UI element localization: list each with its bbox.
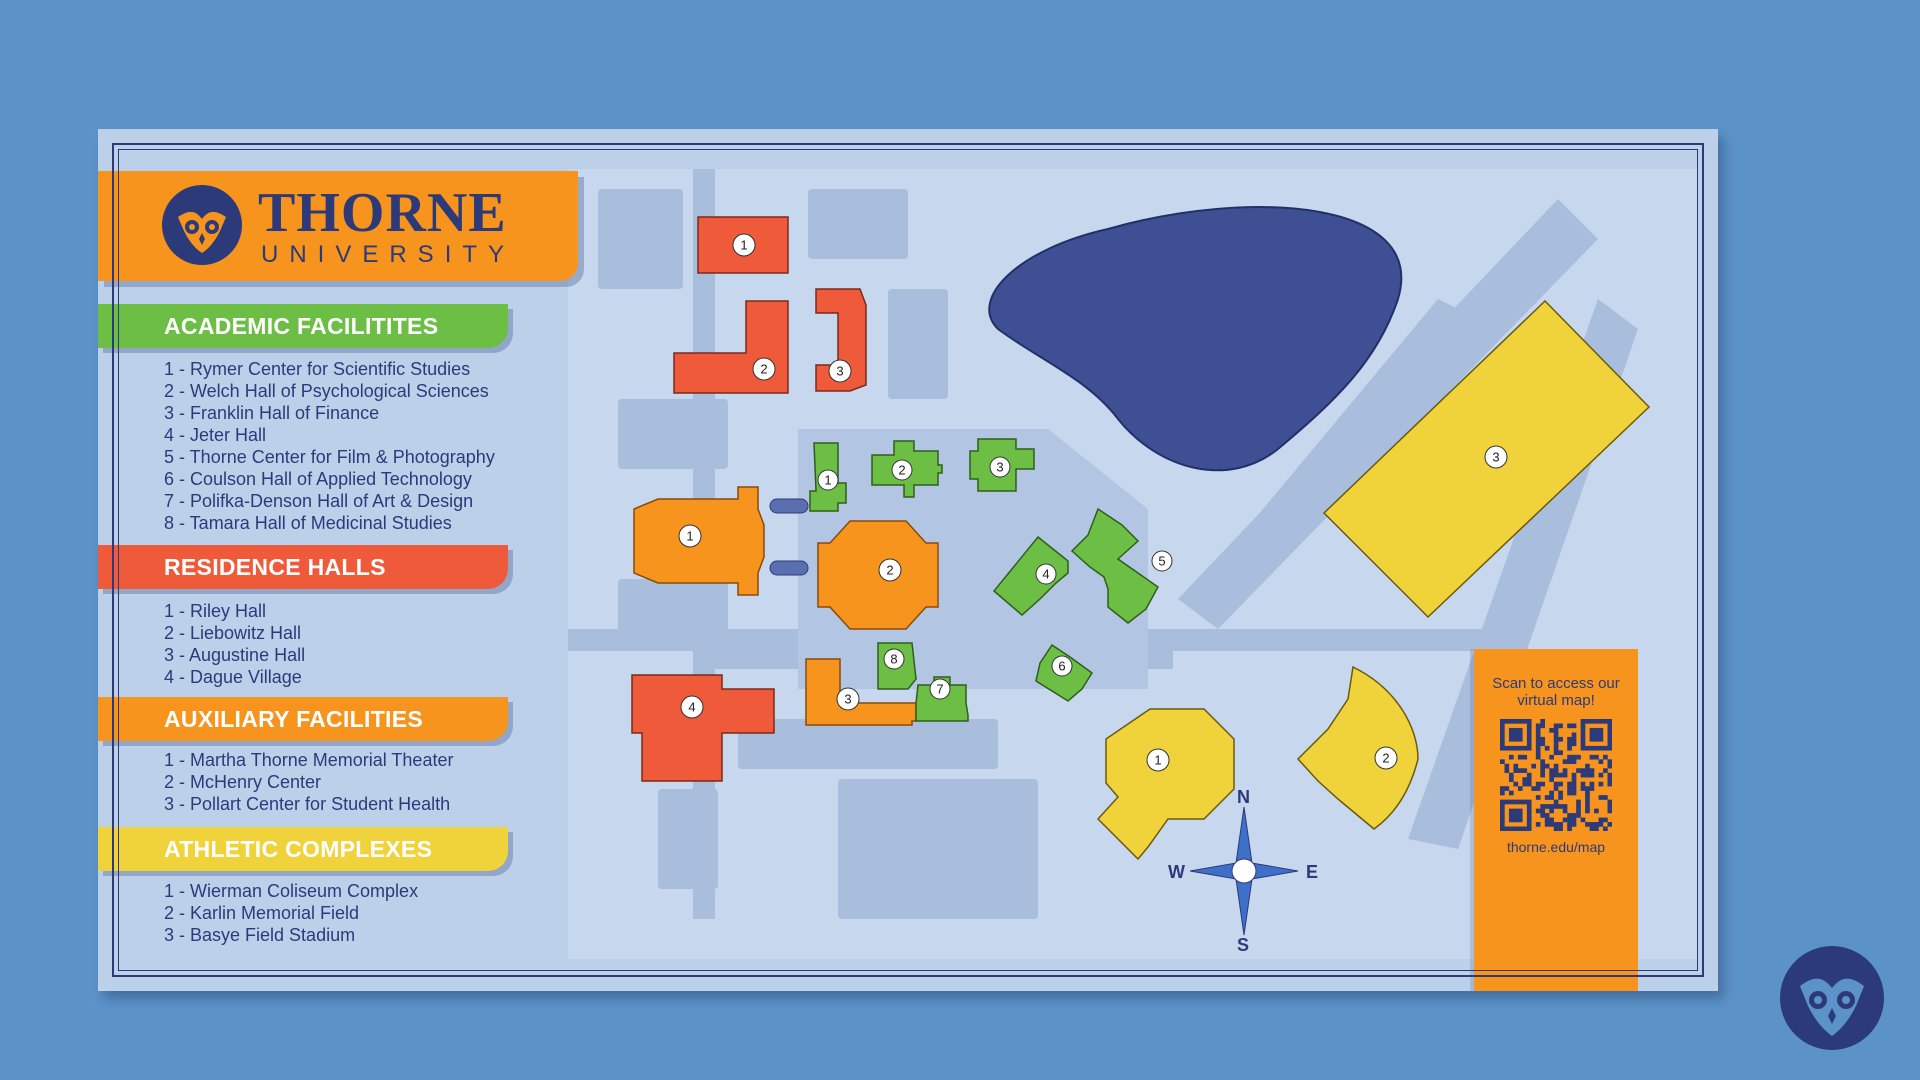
auxiliary-mchenry-center[interactable] xyxy=(817,520,939,630)
academic-jeter[interactable] xyxy=(992,535,1069,616)
academic-marker-7: 7 xyxy=(936,682,943,697)
compass-north: N xyxy=(1237,787,1250,807)
residence-hall-3[interactable] xyxy=(815,288,867,392)
university-subtitle: UNIVERSITY xyxy=(261,241,516,268)
auxiliary-health-center[interactable] xyxy=(805,658,917,726)
list-item: 2 - Karlin Memorial Field xyxy=(164,903,360,923)
qr-caption: Scan to access our virtual map! xyxy=(1492,675,1620,709)
legend-athletic-title: ATHLETIC COMPLEXES xyxy=(98,827,508,871)
university-logo-panel: THORNE UNIVERSITY xyxy=(98,171,578,281)
theater-wings xyxy=(769,498,809,576)
lake xyxy=(988,206,1403,472)
academic-marker-5: 5 xyxy=(1158,554,1165,569)
compass-west: W xyxy=(1168,862,1185,882)
qr-panel: Scan to access our virtual map! thorne.e… xyxy=(1474,649,1638,991)
compass-east: E xyxy=(1306,862,1319,882)
list-item: 8 - Tamara Hall of Medicinal Studies xyxy=(164,513,452,533)
residence-marker-2: 2 xyxy=(760,362,767,377)
auxiliary-marker-2: 2 xyxy=(886,563,893,578)
academic-marker-6: 6 xyxy=(1058,659,1065,674)
academic-marker-1: 1 xyxy=(824,473,831,488)
list-item: 1 - Riley Hall xyxy=(164,601,267,621)
campus-map-board: 1 2 3 4 1 2 3 xyxy=(98,129,1718,991)
compass-south: S xyxy=(1237,935,1250,955)
legend-athletic-list: 1 - Wierman Coliseum Complex 2 - Karlin … xyxy=(164,880,418,946)
list-item: 7 - Polifka-Denson Hall of Art & Design xyxy=(164,491,474,511)
athletic-markers xyxy=(1146,445,1508,772)
academic-film-photo[interactable] xyxy=(1070,507,1159,624)
academic-buildings xyxy=(809,438,1159,722)
university-name: THORNE xyxy=(258,182,507,244)
academic-marker-8: 8 xyxy=(890,652,897,667)
residence-marker-1: 1 xyxy=(740,238,747,253)
residence-hall-4[interactable] xyxy=(631,674,775,782)
athletic-marker-2: 2 xyxy=(1382,751,1389,766)
auxiliary-markers xyxy=(678,524,902,711)
athletic-coliseum[interactable] xyxy=(1096,708,1235,861)
owl-logo-icon xyxy=(1780,946,1884,1050)
list-item: 3 - Pollart Center for Student Health xyxy=(164,794,451,814)
legend-academic-title: ACADEMIC FACILITITES xyxy=(98,304,508,348)
list-item: 4 - Jeter Hall xyxy=(164,425,267,445)
list-item: 2 - Liebowitz Hall xyxy=(164,623,302,643)
athletic-karlin-field[interactable] xyxy=(1296,665,1419,830)
academic-marker-2: 2 xyxy=(898,463,905,478)
auxiliary-marker-1: 1 xyxy=(686,529,693,544)
list-item: 5 - Thorne Center for Film & Photography xyxy=(164,447,495,467)
qr-code-icon[interactable] xyxy=(1500,719,1612,831)
residence-markers xyxy=(680,233,852,719)
legend-residence-list: 1 - Riley Hall 2 - Liebowitz Hall 3 - Au… xyxy=(164,600,305,688)
list-item: 3 - Augustine Hall xyxy=(164,645,306,665)
campus-map: 1 2 3 4 1 2 3 xyxy=(568,169,1698,959)
compass-rose-icon xyxy=(1189,806,1299,936)
owl-logo-icon xyxy=(162,185,242,265)
legend-auxiliary-title: AUXILIARY FACILITIES xyxy=(98,697,508,741)
legend-academic-list: 1 - Rymer Center for Scientific Studies … xyxy=(164,358,495,534)
residence-marker-4: 4 xyxy=(688,700,695,715)
academic-marker-4: 4 xyxy=(1042,567,1049,582)
list-item: 4 - Dague Village xyxy=(164,667,302,687)
qr-url[interactable]: thorne.edu/map xyxy=(1506,839,1606,855)
list-item: 2 - Welch Hall of Psychological Sciences xyxy=(164,381,489,401)
list-item: 1 - Wierman Coliseum Complex xyxy=(164,881,419,901)
campus-ground xyxy=(598,189,1148,919)
list-item: 6 - Coulson Hall of Applied Technology xyxy=(164,469,472,489)
list-item: 1 - Rymer Center for Scientific Studies xyxy=(164,359,471,379)
list-item: 1 - Martha Thorne Memorial Theater xyxy=(164,750,454,770)
academic-markers xyxy=(817,456,1173,700)
list-item: 3 - Basye Field Stadium xyxy=(164,925,356,945)
list-item: 3 - Franklin Hall of Finance xyxy=(164,403,380,423)
legend-residence-title: RESIDENCE HALLS xyxy=(98,545,508,589)
academic-marker-3: 3 xyxy=(996,460,1003,475)
legend-auxiliary-list: 1 - Martha Thorne Memorial Theater 2 - M… xyxy=(164,749,453,815)
residence-marker-3: 3 xyxy=(836,364,843,379)
athletic-marker-1: 1 xyxy=(1154,753,1161,768)
athletic-marker-3: 3 xyxy=(1492,450,1499,465)
list-item: 2 - McHenry Center xyxy=(164,772,322,792)
auxiliary-marker-3: 3 xyxy=(844,692,851,707)
